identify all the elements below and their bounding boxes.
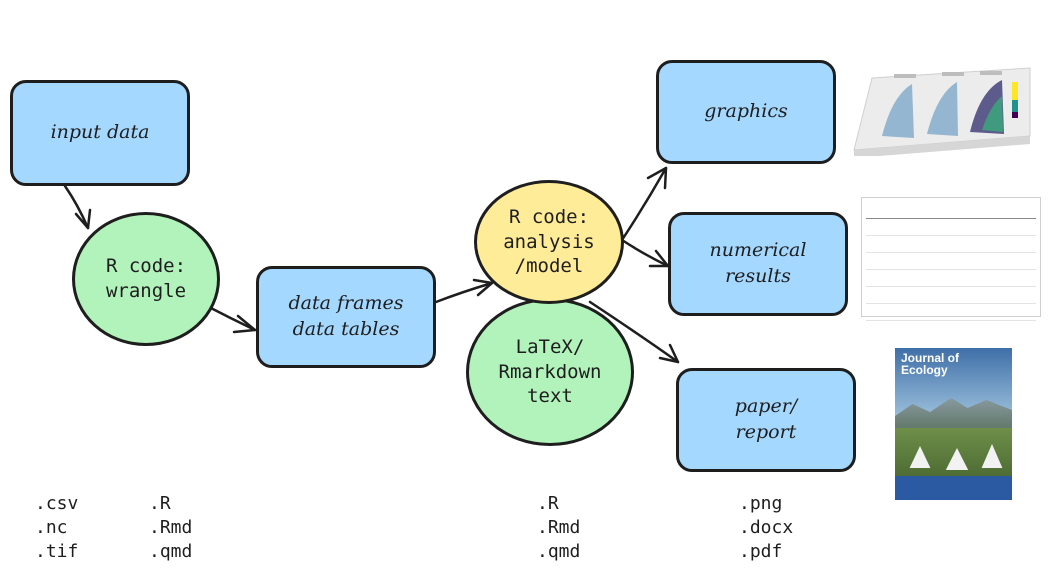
arrow-analysis-to-numerical [620,238,670,268]
extension-item: .docx [739,517,794,538]
node-paper-report-label: paper/ report [734,395,798,443]
node-input-data: input data [10,80,190,186]
node-numerical-results: numerical results [668,212,848,316]
graphics-thumbnail [853,67,1031,156]
extensions-analysis: .R .Rmd .qmd [537,492,580,564]
arrow-dataframes-to-analysis [434,278,494,304]
extension-item: .pdf [739,541,783,562]
extension-item: .qmd [149,541,193,562]
extensions-wrangle: .R .Rmd .qmd [149,492,192,564]
journal-cover-thumbnail: Journal of Ecology [895,348,1012,500]
extension-item: .Rmd [149,517,193,538]
arrow-analysis-to-paper [588,300,680,364]
node-graphics-label: graphics [704,100,788,123]
extension-item: .nc [35,517,68,538]
extension-item: .qmd [537,541,581,562]
node-latex-label: LaTeX/ Rmarkdown text [498,335,602,408]
extension-item: .R [149,493,171,514]
extension-item: .tif [35,541,79,562]
arrow-input-to-wrangle [63,184,92,230]
node-r-analysis: R code: analysis /model [474,180,624,304]
extension-item: .csv [35,493,79,514]
node-latex: LaTeX/ Rmarkdown text [466,298,634,446]
arrow-wrangle-to-dataframes [203,303,257,334]
node-numerical-results-label: numerical results [709,239,807,287]
extension-item: .Rmd [537,517,581,538]
extensions-output: .png .docx .pdf [739,492,793,564]
node-paper-report: paper/ report [676,368,856,472]
extension-item: .png [739,493,783,514]
node-r-wrangle-label: R code: wrangle [105,255,187,302]
extensions-input: .csv .nc .tif [35,492,78,564]
node-r-wrangle: R code: wrangle [72,212,220,346]
numerical-results-thumbnail [861,197,1041,321]
node-graphics: graphics [656,60,836,164]
arrow-analysis-to-graphics [620,166,668,242]
node-data-frames-label: data frames data tables [288,292,404,340]
node-r-analysis-label: R code: analysis /model [503,205,595,278]
extension-item: .R [537,493,559,514]
journal-title: Journal of Ecology [901,351,960,377]
node-input-data-label: input data [50,121,150,144]
node-data-frames: data frames data tables [256,266,436,368]
